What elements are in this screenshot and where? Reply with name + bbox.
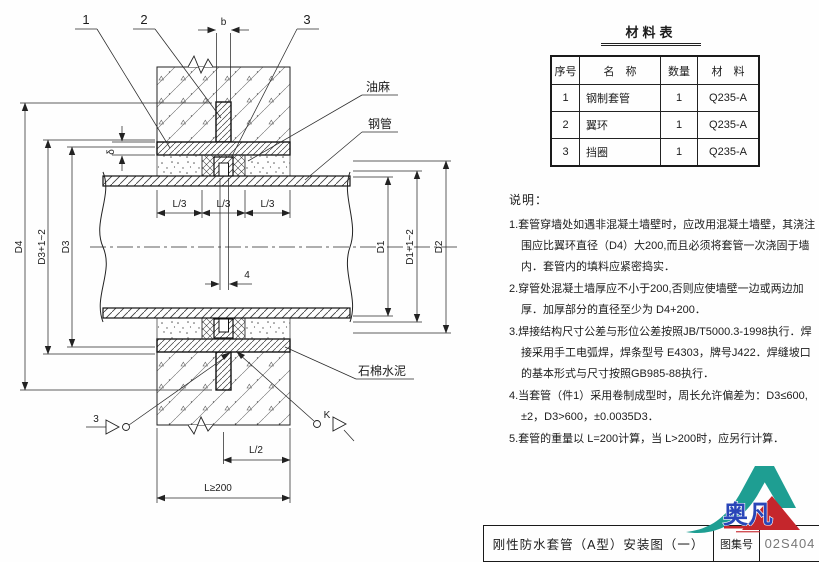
dim-4-label: 4 bbox=[244, 270, 250, 281]
note-item-3: 3.焊接结构尺寸公差与形位公差按照JB/T5000.3-1998执行．焊接采用手… bbox=[509, 326, 812, 380]
logo-red-triangle bbox=[742, 496, 800, 530]
dim-l3-label-2: L/3 bbox=[217, 199, 231, 210]
cell-name: 挡圈 bbox=[579, 138, 661, 167]
dim-d2: D2 bbox=[353, 160, 451, 334]
cell-material: Q235-A bbox=[697, 138, 760, 167]
aofan-logo: 奥凡 bbox=[686, 466, 800, 534]
svg-text:2: 2 bbox=[140, 12, 147, 27]
col-header-name: 名 称 bbox=[579, 55, 661, 85]
dim-d1-plus-label: D1+1~2 bbox=[405, 229, 416, 265]
weld-k-label: K bbox=[324, 410, 331, 421]
materials-table: 序号 名 称 数量 材 料 1 钢制套管 1 Q235-A 2 翼环 1 Q23… bbox=[550, 55, 760, 167]
cell-qty: 1 bbox=[660, 138, 698, 167]
notes-heading: 说明： bbox=[509, 193, 549, 207]
weld-symbol-right: K bbox=[236, 351, 355, 442]
part-label-3: 3 bbox=[230, 12, 319, 159]
dim-d4-label: D4 bbox=[14, 240, 25, 253]
dim-l3-label-1: L/3 bbox=[173, 199, 187, 210]
cell-qty: 1 bbox=[660, 84, 698, 112]
dim-d3-plus-label: D3+1~2 bbox=[37, 229, 48, 265]
dim-l2-label: L/2 bbox=[249, 445, 263, 456]
note-item-4: 4.当套管（件1）采用卷制成型时，周长允许偏差为：D3≤600,±2，D3>60… bbox=[509, 390, 808, 423]
dim-d1-label: D1 bbox=[376, 240, 387, 253]
break-line-zigzag-bottom bbox=[187, 415, 214, 435]
cell-name: 翼环 bbox=[579, 111, 661, 139]
dim-l3-label-3: L/3 bbox=[261, 199, 275, 210]
dim-d1: D1 bbox=[353, 176, 393, 317]
table-row: 3 挡圈 1 Q235-A bbox=[550, 138, 760, 167]
note-item-2: 2.穿管处混凝土墙厚应不小于200,否则应使墙壁一边或两边加厚．加厚部分的直径至… bbox=[509, 283, 804, 316]
filler-bottom bbox=[156, 317, 291, 340]
dim-l2: L/2 bbox=[223, 428, 291, 503]
note-item-5: 5.套管的重量以 L=200计算，当 L>200时，应另行计算． bbox=[509, 433, 785, 445]
retaining-ring-bottom bbox=[213, 318, 234, 339]
note-item-1: 1.套管穿墙处如遇非混凝土墙壁时，应改用混凝土墙壁，其浇注围应比翼环直径（D4）… bbox=[509, 219, 816, 273]
dim-delta-label: δ bbox=[106, 149, 117, 155]
cell-index: 1 bbox=[550, 84, 580, 112]
part-label-1: 1 bbox=[75, 12, 171, 149]
cell-material: Q235-A bbox=[697, 111, 760, 139]
cell-material: Q235-A bbox=[697, 84, 760, 112]
break-line-zigzag-top bbox=[187, 54, 214, 75]
dim-lmin-label: L≥200 bbox=[204, 483, 232, 494]
callout-asbestos-cement: 石棉水泥 bbox=[284, 346, 414, 380]
atlas-number: 02S404 bbox=[764, 536, 816, 551]
cell-index: 2 bbox=[550, 111, 580, 139]
casing-pipe-top bbox=[156, 141, 291, 156]
svg-text:石棉水泥: 石棉水泥 bbox=[358, 364, 406, 378]
cell-name: 钢制套管 bbox=[579, 84, 661, 112]
weld-symbol-left: 3 bbox=[86, 352, 231, 435]
weld-size-label: 3 bbox=[93, 414, 99, 425]
dim-lmin: L≥200 bbox=[156, 428, 291, 503]
dim-l3-group: L/3 L/3 L/3 bbox=[156, 190, 291, 218]
pipe-break-right bbox=[346, 171, 354, 323]
materials-header-row: 序号 名 称 数量 材 料 bbox=[550, 55, 760, 85]
filler-top bbox=[156, 154, 291, 177]
logo-subtext-mark bbox=[736, 531, 760, 533]
svg-text:钢管: 钢管 bbox=[368, 116, 392, 131]
asbestos-cement-left-bottom bbox=[156, 317, 203, 340]
callout-steel-pipe: 钢管 bbox=[304, 116, 398, 181]
weld-flag-icon bbox=[105, 419, 120, 435]
dim-d3: D3 bbox=[61, 146, 155, 348]
col-header-material: 材 料 bbox=[697, 55, 760, 85]
asbestos-cement-left-top bbox=[156, 154, 203, 177]
wing-ring-top bbox=[215, 101, 232, 143]
dim-d3-plus: D3+1~2 bbox=[37, 139, 155, 355]
dim-d2-label: D2 bbox=[434, 240, 445, 253]
asbestos-cement-right-top bbox=[244, 154, 291, 177]
installation-drawing: D4 D3+1~2 D3 δ b bbox=[14, 12, 460, 503]
cell-qty: 1 bbox=[660, 111, 698, 139]
col-header-index: 序号 bbox=[550, 55, 580, 85]
table-row: 2 翼环 1 Q235-A bbox=[550, 111, 760, 139]
svg-text:3: 3 bbox=[303, 12, 310, 27]
drawing-title: 刚性防水套管（A型）安装图（一） bbox=[492, 538, 705, 552]
casing-pipe-bottom bbox=[156, 338, 291, 353]
asbestos-cement-right-bottom bbox=[244, 317, 291, 340]
weld-flag-icon bbox=[332, 416, 347, 432]
logo-teal-swoosh bbox=[686, 466, 774, 534]
materials-table-title: 材料表 bbox=[601, 22, 701, 46]
table-row: 1 钢制套管 1 Q235-A bbox=[550, 84, 760, 112]
dim-b-label: b bbox=[221, 17, 227, 28]
dim-b: b bbox=[198, 17, 249, 102]
dim-d1-plus: D1+1~2 bbox=[353, 170, 422, 323]
notes-section: 说明： 1.套管穿墙处如遇非混凝土墙壁时，应改用混凝土墙壁，其浇注围应比翼环直径… bbox=[509, 190, 817, 451]
part-label-2: 2 bbox=[133, 12, 222, 119]
retaining-ring-top bbox=[213, 156, 234, 177]
atlas-number-label: 图集号 bbox=[713, 526, 760, 561]
logo-text: 奥凡 bbox=[723, 501, 773, 529]
callout-oakum: 油麻 bbox=[247, 79, 398, 162]
dim-d3-label: D3 bbox=[61, 240, 72, 253]
logo-teal-leg bbox=[755, 466, 796, 508]
col-header-qty: 数量 bbox=[660, 55, 698, 85]
dim-delta: δ bbox=[106, 126, 155, 171]
cell-index: 3 bbox=[550, 138, 580, 167]
dim-d4: D4 bbox=[14, 102, 212, 391]
svg-text:1: 1 bbox=[82, 12, 89, 27]
logo-underline bbox=[724, 526, 772, 529]
svg-text:油麻: 油麻 bbox=[366, 79, 390, 94]
dim-4: 4 bbox=[205, 178, 252, 290]
